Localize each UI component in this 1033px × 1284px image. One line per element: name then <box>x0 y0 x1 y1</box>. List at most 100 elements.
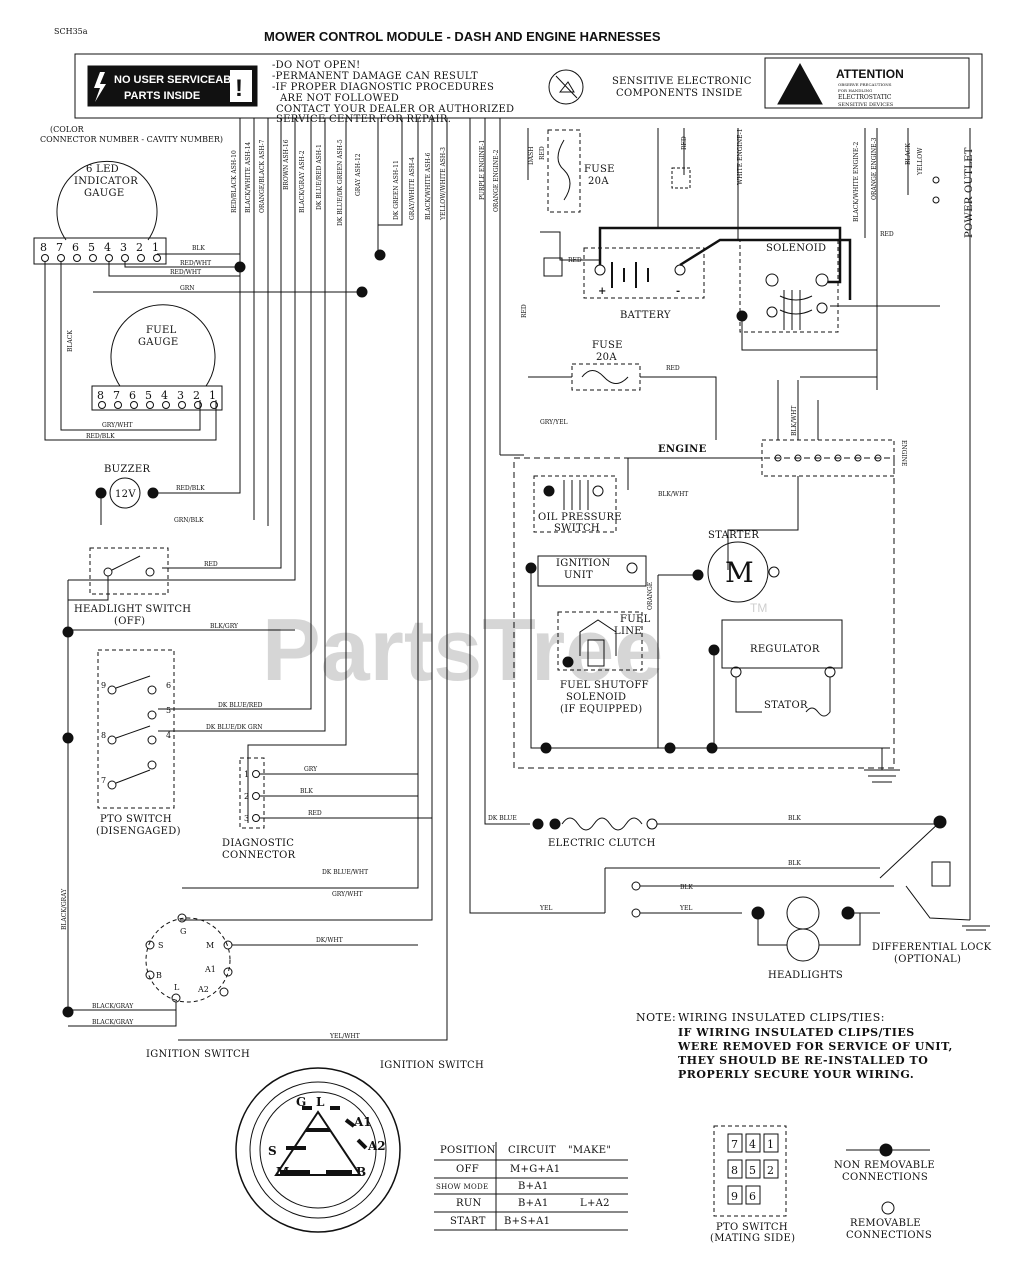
warning-line: ARE NOT FOLLOWED <box>279 93 399 104</box>
ignition-switch-big-inner <box>249 1081 387 1219</box>
esd-hazard-icon <box>777 62 823 105</box>
led-gauge-label-1: 6 LED <box>86 164 119 175</box>
splice-dot <box>525 562 537 574</box>
ign-unit-terminal <box>626 562 638 574</box>
battery-cable <box>598 226 842 284</box>
pin-number: 5 <box>166 706 171 715</box>
diag-connector-box <box>239 757 265 829</box>
fuel-line-label-1: FUEL <box>620 614 651 625</box>
solenoid-label: SOLENOID <box>766 243 826 254</box>
regulator-label: REGULATOR <box>750 644 820 655</box>
oil-switch-label-1: OIL PRESSURE <box>538 512 622 523</box>
wire-label: YEL/WHT <box>329 1033 360 1040</box>
connector-label: GRAY/WHITE ASH-4 <box>409 157 416 220</box>
wire-label: RED <box>666 365 680 372</box>
attention-line: OBSERVE PRECAUTIONS <box>838 82 892 87</box>
hl-terminal <box>631 881 641 891</box>
wire-label: BLK/GRY <box>210 623 239 630</box>
oil-terminal <box>592 485 604 497</box>
warning-badge-line1: NO USER SERVICEABLE <box>114 74 245 86</box>
fuse-wire <box>640 376 717 440</box>
relay-small <box>543 257 563 277</box>
solenoid-box <box>739 239 839 333</box>
splice-dot <box>549 818 561 830</box>
fuse-mid-element <box>581 370 629 384</box>
circuit-table-text: POSITION CIRCUIT "MAKE" OFF M+G+A1 SHOW … <box>436 1145 611 1227</box>
relay-box <box>671 167 691 189</box>
connector-label: DK BLUE/RED ASH-1 <box>316 144 323 210</box>
headlight-lower <box>786 928 820 962</box>
wire-label: BLK <box>300 788 313 795</box>
power-outlet-label: POWER OUTLET <box>964 147 975 238</box>
diag-pins: 1 2 3 <box>244 770 249 823</box>
module-box <box>74 53 983 119</box>
pto-grid-box <box>713 1125 787 1217</box>
bang-box <box>230 70 252 102</box>
diff-lock-label-1: DIFFERENTIAL LOCK <box>872 942 992 953</box>
engine-wire <box>627 457 762 490</box>
sensitive-line1: SENSITIVE ELECTRONIC <box>612 76 752 87</box>
fuel-solenoid-label-1: FUEL SHUTOFF <box>560 680 649 691</box>
diff-ground <box>962 925 990 931</box>
terminal-label: L <box>316 1095 325 1109</box>
battery-minus: - <box>676 286 680 297</box>
pin-number: 6 <box>166 681 171 690</box>
pto-grid-cells <box>727 1133 779 1205</box>
led-gauge-connector <box>33 237 167 265</box>
pto-grid-label-2: (MATING SIDE) <box>710 1233 795 1244</box>
wire-labels: BLK RED/WHT RED/WHT GRN BLACK GRY/WHT RE… <box>61 231 894 1040</box>
clutch-terminal <box>646 818 658 830</box>
wire-label: BLK/WHT <box>791 406 798 436</box>
switch-terminal <box>145 567 155 577</box>
legend-removable-1: REMOVABLE <box>850 1218 921 1229</box>
pin-number: 7 <box>113 389 120 402</box>
hl-wire <box>819 913 861 946</box>
headlight-switch-state: (OFF) <box>114 616 145 627</box>
connector-label: RED/BLACK ASH-10 <box>231 150 238 213</box>
terminal-label: S <box>158 941 163 950</box>
headlight-wire <box>68 576 109 601</box>
diag-label-1: DIAGNOSTIC <box>222 838 294 849</box>
splice-dot <box>62 732 74 744</box>
legend-nonremovable-1: NON REMOVABLE <box>834 1160 935 1171</box>
ignition-switch-big-label: IGNITION SWITCH <box>380 1060 484 1071</box>
led-gauge-terminals <box>41 254 161 262</box>
table-cell: B+S+A1 <box>504 1216 550 1227</box>
harness-wires <box>68 118 971 1041</box>
splice-dot <box>562 656 574 668</box>
pin-number: 8 <box>101 731 106 740</box>
wire-label: RED/BLK <box>86 433 115 440</box>
legend-header-1: (COLOR <box>50 125 85 134</box>
connector-label: GRAY ASH-12 <box>355 153 362 196</box>
bang-icon: ! <box>235 75 243 102</box>
wire-label: RED <box>204 561 218 568</box>
hl-wire <box>757 913 787 946</box>
attention-title: ATTENTION <box>836 67 904 81</box>
diff-lock-box <box>931 861 951 887</box>
outlet-terminal <box>932 196 940 204</box>
wire-label: DK/WHT <box>316 937 343 944</box>
wire-label: DK BLUE/WHT <box>322 869 368 876</box>
ignition-switch-big-labels: G L A1 A2 S M B <box>268 1095 386 1179</box>
wire-label: BLACK/GRAY <box>92 1019 134 1026</box>
stator-coil <box>735 677 831 717</box>
pin-number: 5 <box>749 1164 756 1177</box>
ignition-switch-small-label: IGNITION SWITCH <box>146 1049 250 1060</box>
led-wire <box>44 262 217 441</box>
battery-plus: + <box>598 286 607 297</box>
wire-label: GRN/BLK <box>174 517 204 524</box>
note-line-4: THEY SHOULD BE RE-INSTALLED TO <box>678 1054 928 1067</box>
ignition-switch-small-labels: S M A1 A2 L G B <box>156 927 216 994</box>
pto-switch-state: (DISENGAGED) <box>96 826 181 837</box>
fuel-solenoid-label-3: (IF EQUIPPED) <box>560 704 642 715</box>
fuel-gauge-label-1: FUEL <box>146 325 177 336</box>
starter-motor <box>707 541 769 603</box>
headlight-upper <box>786 896 820 930</box>
no-touch-icon-hand <box>555 75 578 99</box>
terminal-label: A1 <box>353 1115 372 1129</box>
splice-dot <box>532 818 544 830</box>
pin-number: 4 <box>166 731 171 740</box>
pin-number: 7 <box>56 241 63 254</box>
pin-number: 9 <box>731 1190 738 1203</box>
